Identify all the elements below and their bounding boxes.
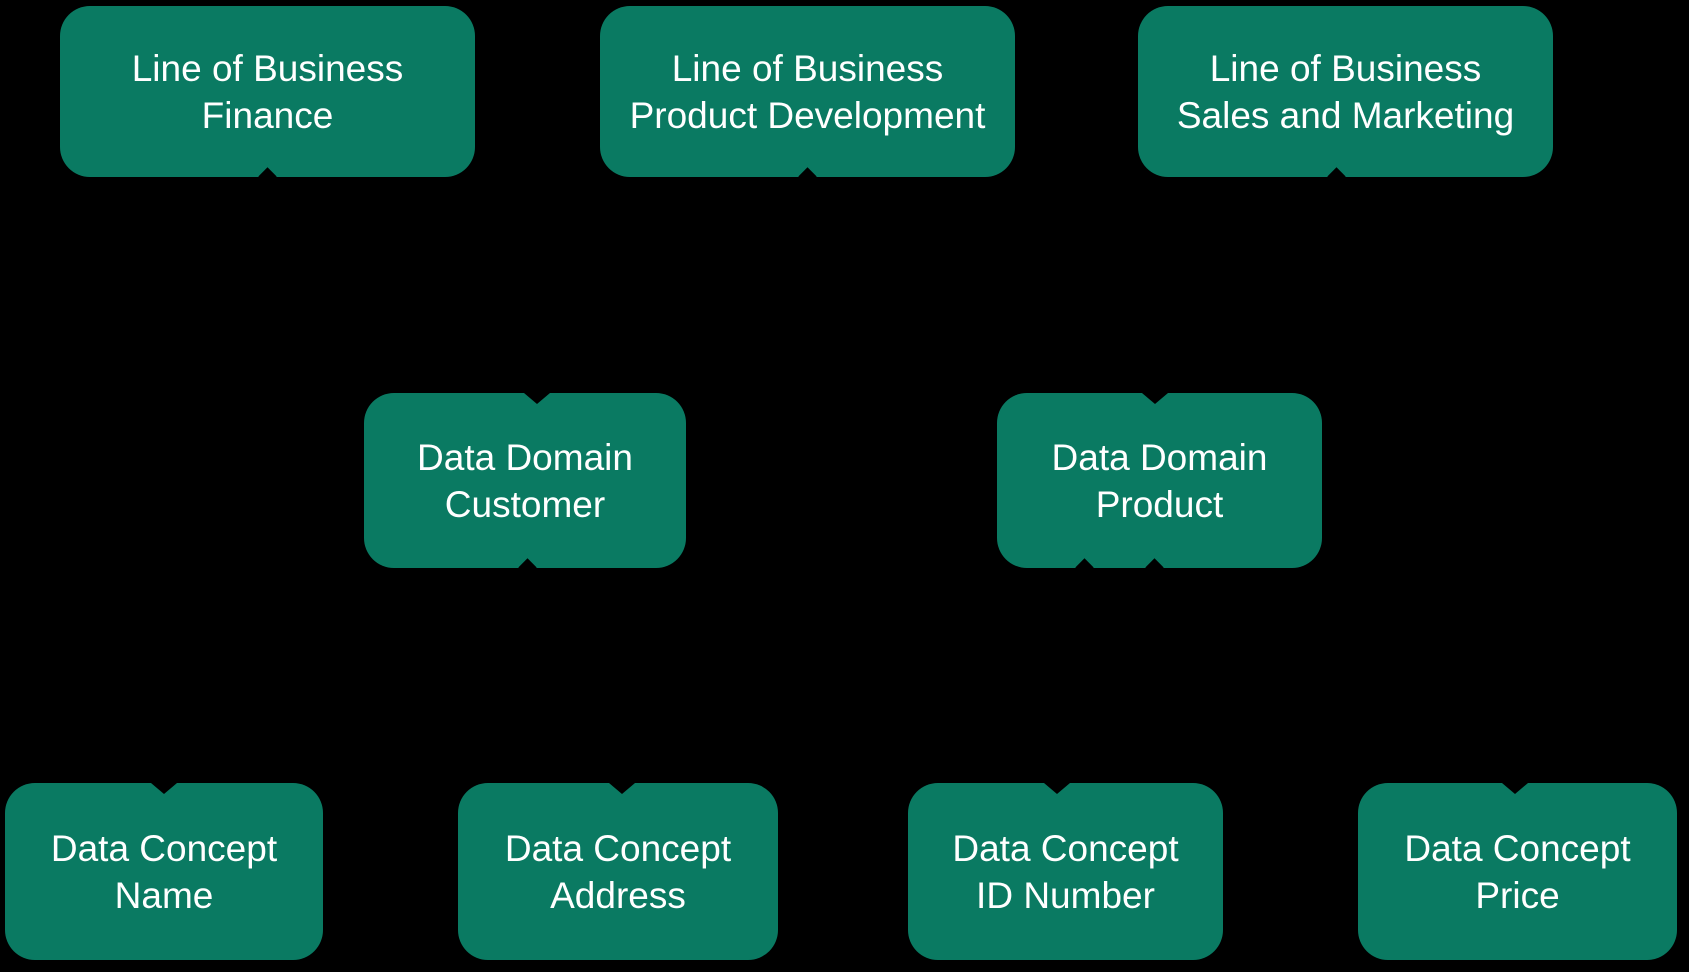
- node-label: Data Concept Price: [1404, 825, 1630, 919]
- node-label-line2: Name: [114, 874, 214, 916]
- node-label: Data Concept Address: [505, 825, 731, 919]
- node-label-line1: Line of Business: [131, 47, 404, 89]
- node-line-of-business-finance: Line of Business Finance: [60, 6, 475, 177]
- node-label: Data Domain Customer: [417, 434, 633, 528]
- node-label: Line of Business Sales and Marketing: [1177, 45, 1514, 139]
- connector-arrowhead-icon: [1044, 783, 1070, 794]
- node-data-concept-id-number: Data Concept ID Number: [908, 783, 1223, 960]
- node-label-line2: Finance: [201, 94, 334, 136]
- node-data-concept-name: Data Concept Name: [5, 783, 323, 960]
- node-label-line2: Product: [1095, 483, 1224, 525]
- node-label-line2: Price: [1475, 874, 1560, 916]
- connector-arrowhead-icon: [1502, 783, 1528, 794]
- node-label-line1: Data Concept: [952, 827, 1179, 869]
- node-label: Data Domain Product: [1052, 434, 1268, 528]
- connector-arrowhead-icon: [1142, 393, 1168, 404]
- node-label: Line of Business Product Development: [630, 45, 986, 139]
- connector-arrowhead-icon: [609, 783, 635, 794]
- node-data-domain-customer: Data Domain Customer: [364, 393, 686, 568]
- node-label-line2: Sales and Marketing: [1176, 94, 1515, 136]
- node-label-line2: Product Development: [629, 94, 986, 136]
- node-label: Data Concept Name: [51, 825, 277, 919]
- node-label: Data Concept ID Number: [952, 825, 1178, 919]
- node-data-concept-address: Data Concept Address: [458, 783, 778, 960]
- node-line-of-business-product-development: Line of Business Product Development: [600, 6, 1015, 177]
- node-label-line2: Address: [550, 874, 686, 916]
- node-label: Line of Business Finance: [132, 45, 404, 139]
- node-line-of-business-sales-and-marketing: Line of Business Sales and Marketing: [1138, 6, 1553, 177]
- connector-arrowhead-icon: [524, 393, 550, 404]
- node-data-domain-product: Data Domain Product: [997, 393, 1322, 568]
- node-label-line2: Customer: [444, 483, 606, 525]
- node-data-concept-price: Data Concept Price: [1358, 783, 1677, 960]
- node-label-line1: Data Concept: [504, 827, 732, 869]
- connector-arrowhead-icon: [151, 783, 177, 794]
- node-label-line1: Line of Business: [1209, 47, 1482, 89]
- node-label-line1: Data Domain: [1051, 436, 1268, 478]
- node-label-line1: Data Concept: [1404, 827, 1631, 869]
- node-label-line1: Line of Business: [671, 47, 944, 89]
- node-label-line1: Data Domain: [417, 436, 633, 478]
- node-label-line1: Data Concept: [50, 827, 278, 869]
- node-label-line2: ID Number: [976, 874, 1155, 916]
